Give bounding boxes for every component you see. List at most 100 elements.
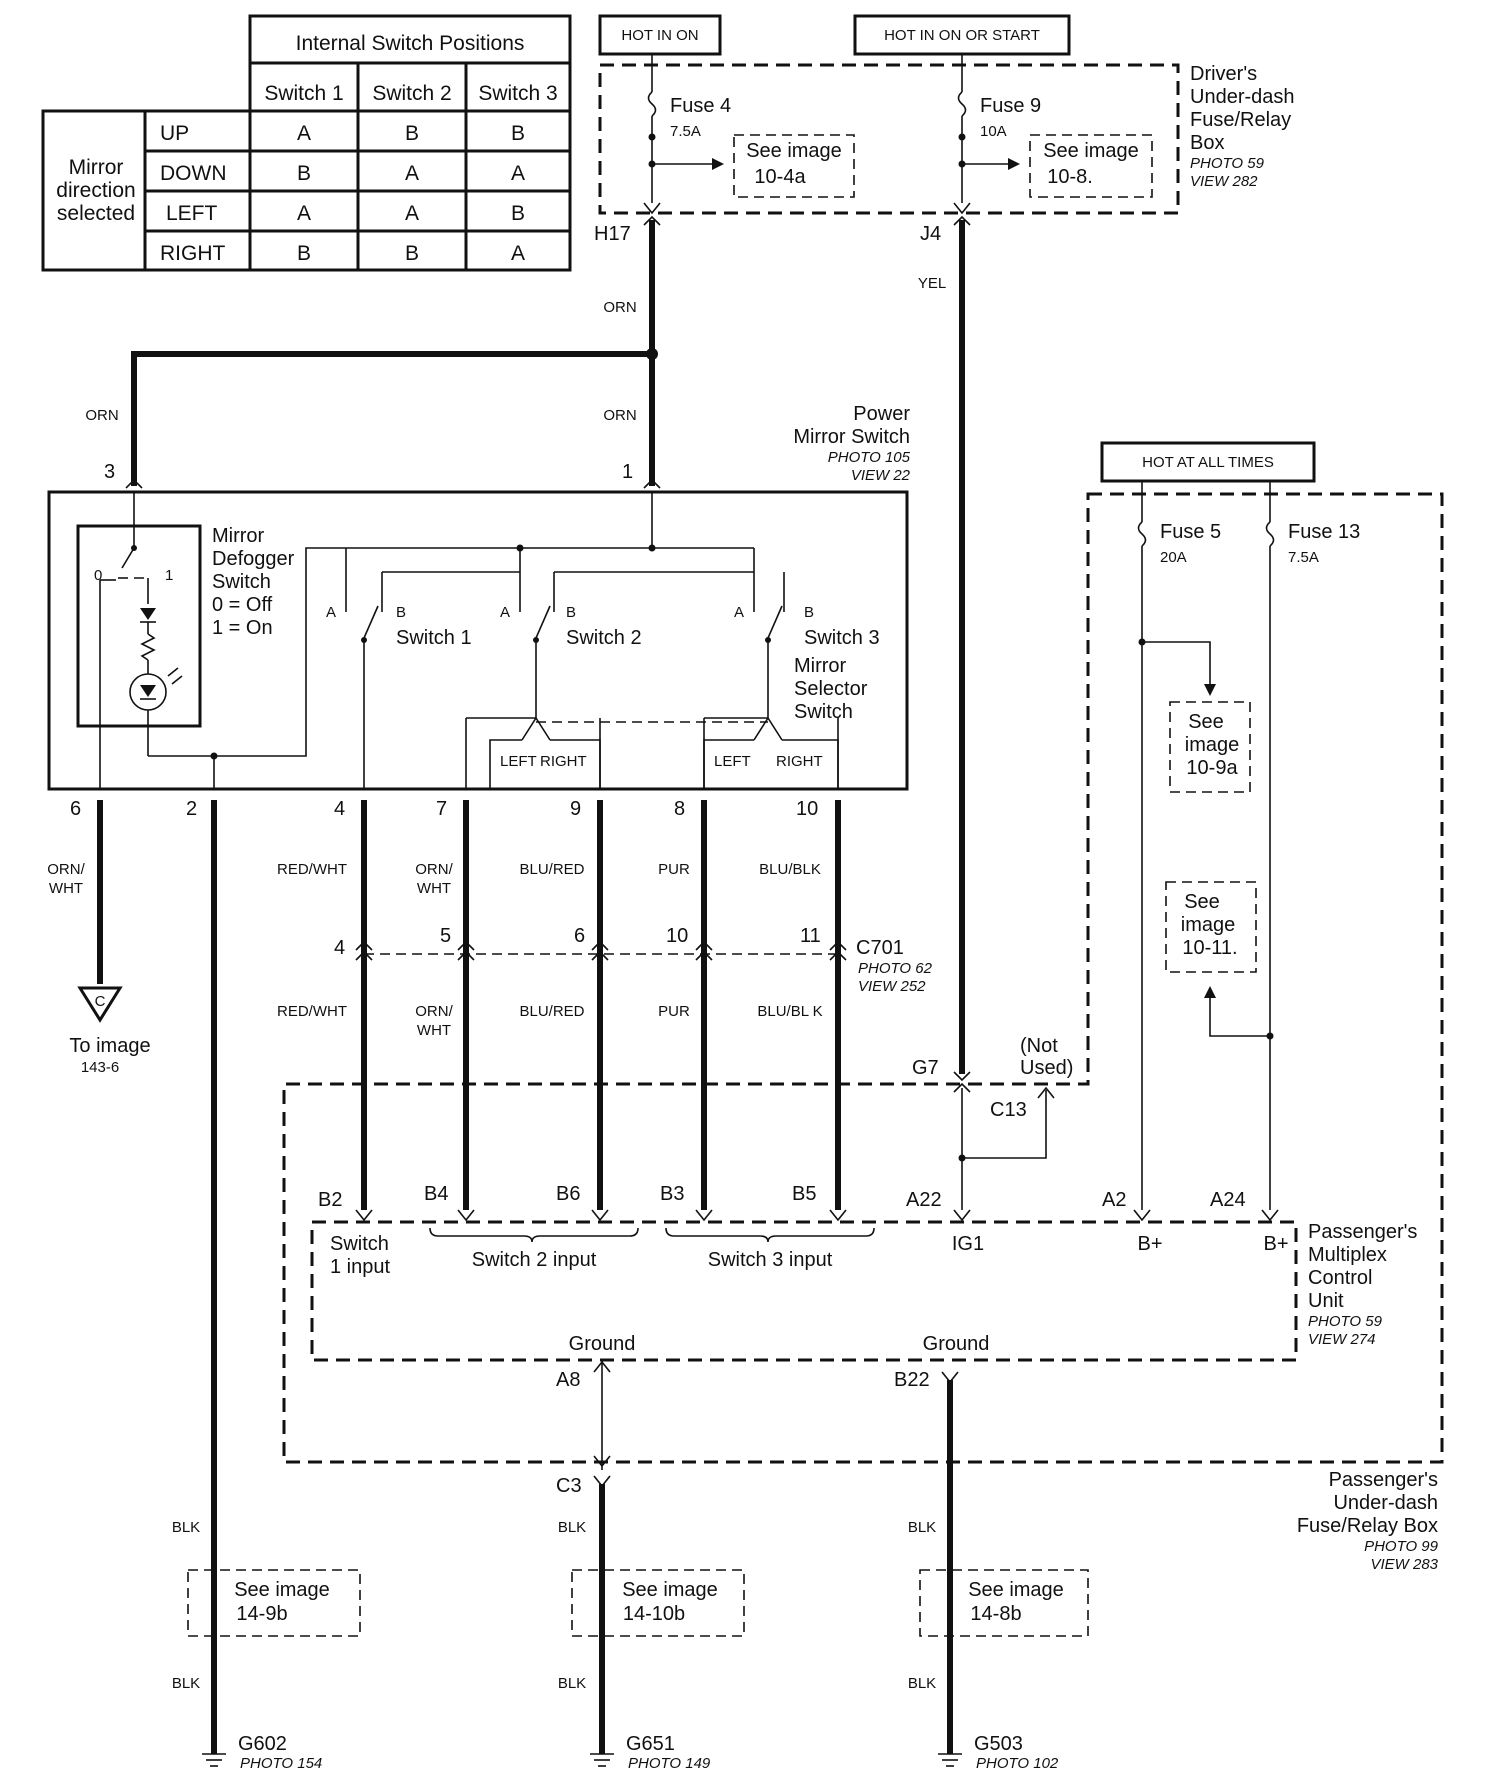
connector-h17: H17 xyxy=(594,223,631,245)
wire-color-blk-1b: BLK xyxy=(172,1675,200,1692)
svg-text:9: 9 xyxy=(570,798,581,820)
svg-text:Mirror: Mirror xyxy=(212,525,265,547)
svg-text:HOT IN ON OR START: HOT IN ON OR START xyxy=(884,27,1040,44)
switch-3-input: Switch 3 input xyxy=(708,1249,833,1271)
svg-text:Passenger's: Passenger's xyxy=(1308,1221,1417,1243)
table-col-switch-3: Switch 3 xyxy=(478,82,557,105)
svg-text:RIGHT: RIGHT xyxy=(160,242,226,265)
wire-color-pur: PUR xyxy=(658,861,690,878)
svg-text:Under-dash: Under-dash xyxy=(1333,1492,1438,1514)
wire-color-orn-wht-lower-a: ORN/ xyxy=(415,1003,453,1020)
switch-2: A B Switch 2 xyxy=(500,548,642,718)
wire-color-orn-wht-2: WHT xyxy=(49,880,83,897)
svg-text:6: 6 xyxy=(574,925,585,947)
power-mirror-switch-pins: 6 2 4 7 9 8 10 xyxy=(70,798,818,820)
see-image-10-8-line2: 10-8. xyxy=(1047,166,1093,188)
svg-text:A: A xyxy=(511,162,525,185)
svg-text:8: 8 xyxy=(674,798,685,820)
svg-text:B: B xyxy=(566,604,576,621)
svg-text:B: B xyxy=(804,604,814,621)
drivers-fuse-relay-box: Driver's Under-dash Fuse/Relay Box PHOTO… xyxy=(598,63,1295,215)
switch-3: A B Switch 3 xyxy=(734,548,880,718)
svg-text:7: 7 xyxy=(436,798,447,820)
switch-1: A B Switch 1 xyxy=(326,548,472,789)
svg-text:PHOTO 149: PHOTO 149 xyxy=(628,1755,711,1772)
svg-text:VIEW 282: VIEW 282 xyxy=(1190,173,1258,190)
table-row-up: UP A B B xyxy=(160,122,525,145)
fuse-9-amps: 10A xyxy=(980,123,1007,140)
wire-color-blk-3b: BLK xyxy=(908,1675,936,1692)
see-image-14-10b-line2: 14-10b xyxy=(623,1603,685,1625)
mirror-defogger-switch: 0 1 Mirror Defogger Switch 0 = Off 1 = O… xyxy=(76,492,346,789)
svg-text:0: 0 xyxy=(94,567,102,584)
fuse-4-amps: 7.5A xyxy=(670,123,701,140)
svg-text:Under-dash: Under-dash xyxy=(1190,86,1295,108)
svg-text:A: A xyxy=(297,202,311,225)
arrow-icon xyxy=(712,158,724,170)
svg-text:RIGHT: RIGHT xyxy=(540,753,587,770)
power-mirror-switch: Power Mirror Switch PHOTO 105 VIEW 22 xyxy=(47,403,911,791)
fuse-5-amps: 20A xyxy=(1160,549,1187,566)
connector-j4: J4 xyxy=(920,223,941,245)
svg-text:RIGHT: RIGHT xyxy=(776,753,823,770)
svg-text:Unit: Unit xyxy=(1308,1290,1344,1312)
switch-3-brace-icon xyxy=(665,1227,875,1243)
svg-text:Power: Power xyxy=(853,403,910,425)
see-image-14-10b-box xyxy=(571,1569,745,1637)
wire-color-blk-3a: BLK xyxy=(908,1519,936,1536)
ground-icon xyxy=(590,1753,614,1767)
svg-text:B: B xyxy=(405,122,419,145)
svg-text:A: A xyxy=(405,202,419,225)
wire-color-blu-blk-lower: BLU/BL K xyxy=(757,1003,822,1020)
see-image-10-11-line3: 10-11. xyxy=(1182,937,1237,959)
svg-text:Switch 2: Switch 2 xyxy=(566,627,642,649)
switch-1-input-line2: 1 input xyxy=(330,1256,390,1278)
ground-label-2: Ground xyxy=(923,1333,990,1355)
svg-text:B: B xyxy=(297,242,311,265)
hot-in-on-label: HOT IN ON xyxy=(598,14,722,56)
svg-text:Mirror: Mirror xyxy=(794,655,847,677)
svg-text:Mirror Switch: Mirror Switch xyxy=(793,426,910,448)
see-image-10-11-box xyxy=(1165,881,1257,973)
wire-color-blu-red: BLU/RED xyxy=(519,861,584,878)
arrow-icon xyxy=(1204,986,1216,998)
svg-text:PHOTO 102: PHOTO 102 xyxy=(976,1755,1059,1772)
svg-text:VIEW 274: VIEW 274 xyxy=(1308,1331,1376,1348)
wire-color-yel: YEL xyxy=(918,275,946,292)
bplus-label-1: B+ xyxy=(1137,1233,1162,1255)
see-image-10-8-line1: See image xyxy=(1043,140,1139,162)
table-col-switch-1: Switch 1 xyxy=(264,82,343,105)
wire-color-pur-lower: PUR xyxy=(658,1003,690,1020)
wire-color-orn-mid: ORN xyxy=(603,407,636,424)
svg-text:4: 4 xyxy=(334,798,345,820)
svg-text:VIEW 252: VIEW 252 xyxy=(858,978,926,995)
svg-text:Passenger's: Passenger's xyxy=(1329,1469,1438,1491)
svg-text:10: 10 xyxy=(796,798,818,820)
table-row-down: DOWN B A A xyxy=(160,162,525,185)
svg-text:B: B xyxy=(396,604,406,621)
table-row-group-1: Mirror xyxy=(69,156,124,179)
resistor-icon xyxy=(140,633,156,661)
ground-g503: G503 PHOTO 102 xyxy=(938,1733,1059,1772)
fuse-5-icon xyxy=(1137,521,1147,547)
svg-text:Switch: Switch xyxy=(794,701,853,723)
svg-text:PHOTO 59: PHOTO 59 xyxy=(1190,155,1265,172)
fuse-13-label: Fuse 13 xyxy=(1288,521,1360,543)
pin-1: 1 xyxy=(622,461,633,483)
wire-color-red-wht: RED/WHT xyxy=(277,861,347,878)
mirror-selector-switch: Mirror Selector Switch LEFT RIGHT LEFT R… xyxy=(489,655,868,789)
switch-2-input: Switch 2 input xyxy=(472,1249,597,1271)
wire-color-orn-wht-1: ORN/ xyxy=(47,861,85,878)
svg-text:PHOTO 59: PHOTO 59 xyxy=(1308,1313,1383,1330)
wire-color-orn-wht-lower-b: WHT xyxy=(417,1022,451,1039)
svg-text:Driver's: Driver's xyxy=(1190,63,1257,85)
svg-text:B3: B3 xyxy=(660,1183,684,1205)
see-image-10-4a-line2: 10-4a xyxy=(754,166,806,188)
svg-text:B6: B6 xyxy=(556,1183,580,1205)
svg-text:0 = Off: 0 = Off xyxy=(212,594,273,616)
passengers-fuse-relay-box: Passenger's Under-dash Fuse/Relay Box PH… xyxy=(282,492,1444,1573)
see-image-10-9a-line2: image xyxy=(1185,734,1239,756)
svg-text:Switch: Switch xyxy=(212,571,271,593)
svg-text:C: C xyxy=(95,993,106,1010)
table-row-right: RIGHT B B A xyxy=(160,242,525,265)
